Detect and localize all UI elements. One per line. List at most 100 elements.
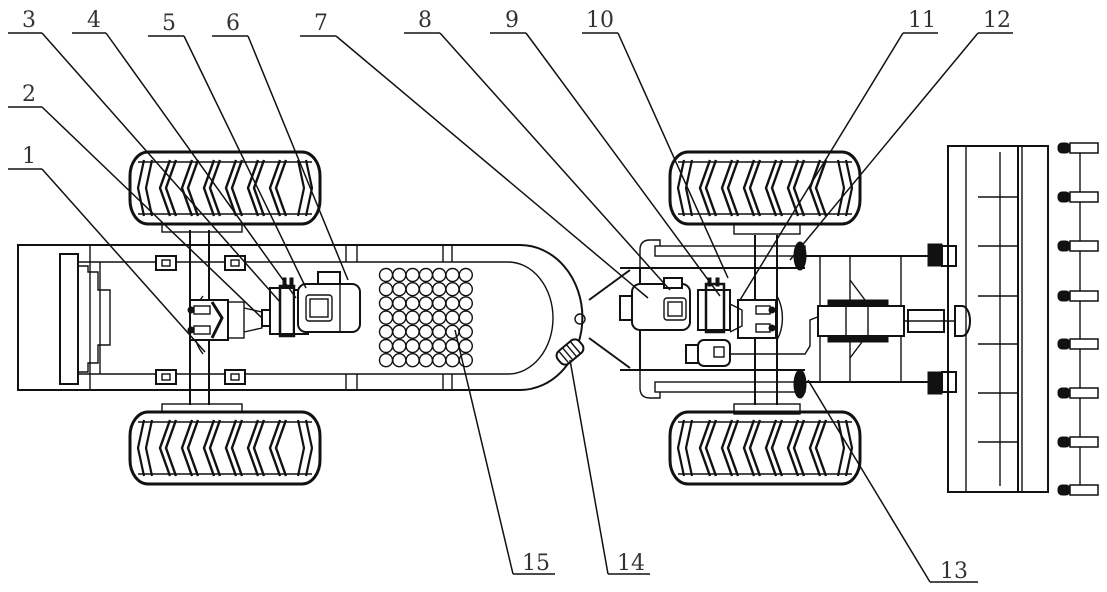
callout-leader	[525, 32, 721, 297]
battery-cell	[378, 296, 394, 311]
battery-cell	[378, 282, 394, 297]
bucket-tooth	[1057, 338, 1099, 350]
callout-15: 15	[454, 329, 555, 576]
battery-cell	[445, 353, 460, 368]
battery-cell	[445, 282, 460, 297]
callout-number: 10	[586, 8, 614, 33]
callout-number: 3	[22, 8, 36, 33]
callout-2: 2	[8, 82, 263, 319]
rear-right-wheel	[128, 403, 322, 486]
bucket-tooth	[1057, 436, 1099, 448]
callout-5: 5	[148, 11, 307, 289]
battery-cell	[392, 267, 407, 283]
battery-cell	[418, 353, 434, 368]
battery-cell	[392, 338, 407, 354]
callout-11: 11	[739, 8, 938, 301]
callout-13: 13	[807, 379, 978, 584]
bucket-teeth	[1057, 142, 1099, 496]
callout-number: 6	[226, 11, 240, 36]
callout-number: 9	[505, 8, 519, 33]
callout-leader	[335, 35, 649, 299]
callout-number: 4	[87, 8, 101, 33]
bucket	[947, 142, 1099, 496]
front-right-wheel	[668, 403, 862, 486]
battery-cell	[378, 324, 394, 339]
battery-cell	[432, 324, 447, 339]
battery-cell	[405, 310, 420, 325]
battery-cell	[378, 353, 394, 368]
battery-cell	[405, 324, 420, 339]
bucket-tooth	[1057, 484, 1099, 496]
callout-leader	[105, 32, 297, 299]
callout-leader	[183, 35, 307, 289]
counterweight	[59, 253, 111, 385]
callout-leader	[569, 359, 609, 575]
callout-14: 14	[569, 359, 650, 576]
battery-cell	[432, 296, 447, 311]
battery-cell	[392, 353, 407, 368]
callout-1: 1	[8, 144, 206, 353]
callout-6: 6	[212, 11, 349, 281]
battery-cell	[445, 310, 460, 325]
callout-number: 11	[908, 8, 936, 33]
battery-cell	[458, 324, 473, 339]
battery-cell	[445, 267, 460, 283]
callout-number: 7	[314, 11, 328, 36]
callout-leader	[247, 35, 349, 281]
battery-cell	[432, 267, 447, 283]
callout-leader	[41, 32, 281, 303]
front-left-wheel	[668, 150, 862, 235]
battery-cell	[432, 282, 447, 297]
battery-cell	[405, 282, 420, 297]
battery-cell	[432, 338, 447, 354]
battery-cell	[458, 282, 473, 297]
callout-number: 15	[522, 551, 550, 576]
callout-3: 3	[8, 8, 281, 303]
callout-leader	[617, 32, 729, 279]
battery-cell	[405, 296, 420, 311]
bucket-tooth	[1057, 290, 1099, 302]
battery-cell	[445, 296, 460, 311]
battery-cell	[458, 296, 473, 311]
callout-leader	[439, 32, 671, 291]
battery-cell	[418, 324, 434, 339]
battery-pack	[378, 267, 473, 368]
battery-cell	[418, 282, 434, 297]
callout-number: 12	[983, 8, 1011, 33]
callout-leader	[739, 32, 904, 301]
hydraulic-pump	[685, 315, 821, 367]
rear-axle	[155, 230, 263, 405]
front-motor	[619, 277, 691, 331]
battery-cell	[432, 310, 447, 325]
callout-leader	[41, 106, 263, 319]
battery-cell	[405, 353, 420, 368]
rear-left-wheel	[128, 150, 322, 233]
battery-cell	[378, 338, 394, 354]
callout-7: 7	[300, 11, 649, 299]
callout-leader	[807, 379, 931, 583]
bucket-tooth	[1057, 240, 1099, 252]
callout-4: 4	[72, 8, 297, 299]
callout-10: 10	[582, 8, 729, 279]
battery-cell	[378, 267, 394, 283]
battery-cell	[458, 353, 473, 368]
lift-cylinder	[817, 299, 971, 343]
battery-cell	[418, 338, 434, 354]
bucket-tooth	[1057, 191, 1099, 203]
callout-12: 12	[789, 8, 1013, 261]
callout-leader	[454, 329, 514, 575]
front-gearbox	[697, 277, 743, 334]
battery-cell	[418, 296, 434, 311]
battery-cell	[405, 267, 420, 283]
battery-cell	[405, 338, 420, 354]
bucket-tooth	[1057, 142, 1099, 154]
steering-cylinder-block	[555, 338, 585, 366]
battery-cell	[392, 282, 407, 297]
battery-cell	[392, 324, 407, 339]
callout-number: 8	[418, 8, 432, 33]
callout-number: 13	[940, 559, 968, 584]
battery-cell	[418, 267, 434, 283]
